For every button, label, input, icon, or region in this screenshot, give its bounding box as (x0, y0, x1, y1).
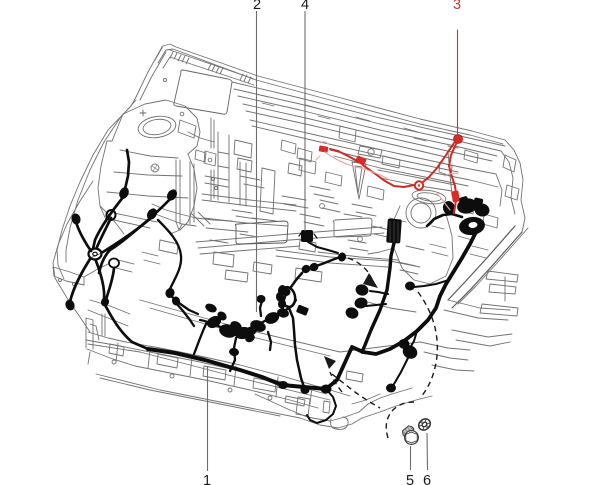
svg-text:3: 3 (453, 0, 461, 13)
svg-text:1: 1 (203, 473, 211, 485)
svg-text:2: 2 (253, 0, 261, 13)
svg-text:5: 5 (406, 473, 414, 485)
svg-text:6: 6 (423, 473, 431, 485)
svg-text:4: 4 (301, 0, 309, 13)
